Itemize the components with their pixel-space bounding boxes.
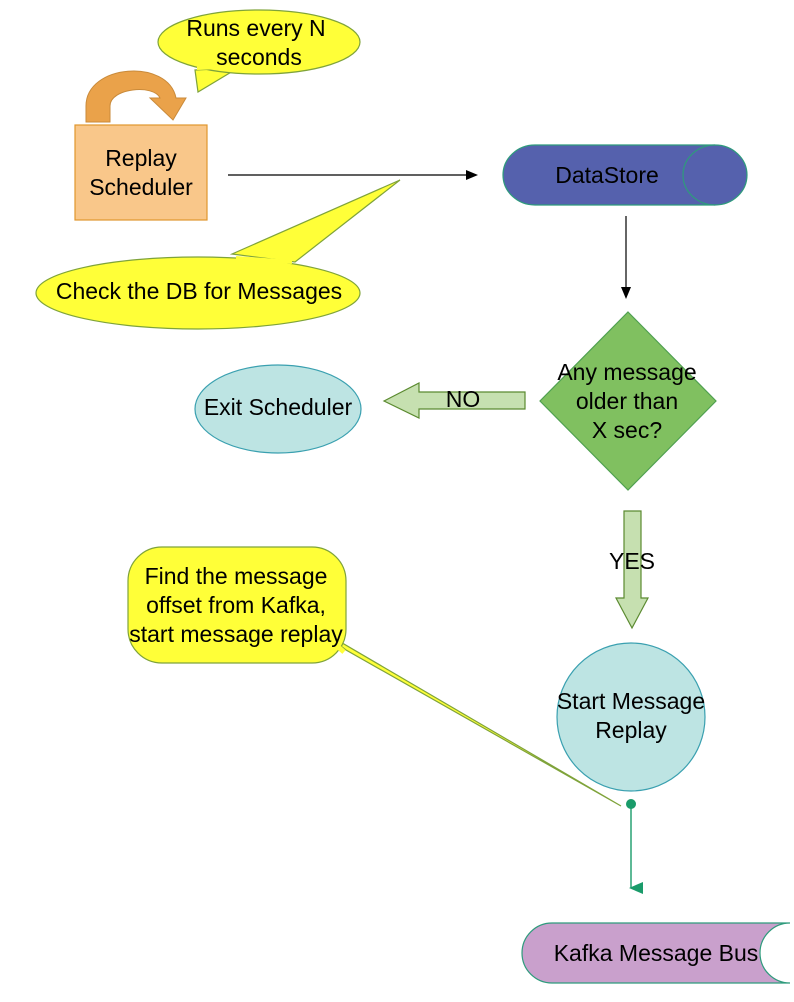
decision-label-2: older than: [576, 388, 678, 414]
yes-branch-arrow: YES: [609, 510, 655, 630]
no-label: NO: [446, 386, 481, 412]
exit-scheduler-node: Exit Scheduler: [194, 364, 362, 454]
datastore-node: DataStore: [502, 144, 748, 206]
replay-scheduler-label-1: Replay: [105, 145, 177, 171]
kafka-bus-label: Kafka Message Bus: [554, 940, 759, 966]
runs-every-callout: Runs every N seconds: [157, 9, 361, 93]
loop-arrow-icon: [85, 70, 187, 123]
replay-to-kafka-connector: [626, 799, 643, 894]
exit-scheduler-label: Exit Scheduler: [204, 394, 353, 420]
find-offset-line-3: start message replay: [129, 621, 343, 647]
runs-every-line-1: Runs every N: [186, 15, 325, 41]
check-db-text: Check the DB for Messages: [56, 278, 342, 304]
decision-label-3: X sec?: [592, 417, 662, 443]
replay-scheduler-label-2: Scheduler: [89, 174, 193, 200]
yes-label: YES: [609, 548, 655, 574]
kafka-bus-node: Kafka Message Bus: [521, 922, 791, 984]
no-branch-arrow: NO: [382, 382, 526, 419]
find-offset-callout: Find the message offset from Kafka, star…: [127, 546, 622, 807]
start-replay-label-1: Start Message: [557, 688, 705, 714]
start-replay-label-2: Replay: [595, 717, 667, 743]
start-replay-node: Start Message Replay: [556, 642, 706, 792]
replay-scheduler-node: Replay Scheduler: [74, 124, 208, 221]
datastore-label: DataStore: [555, 162, 659, 188]
decision-label-1: Any message: [557, 359, 696, 385]
find-offset-line-1: Find the message: [145, 563, 328, 589]
check-db-callout: Check the DB for Messages: [35, 179, 401, 330]
find-offset-line-2: offset from Kafka,: [146, 592, 326, 618]
runs-every-line-2: seconds: [216, 44, 302, 70]
decision-node: Any message older than X sec?: [539, 311, 717, 491]
